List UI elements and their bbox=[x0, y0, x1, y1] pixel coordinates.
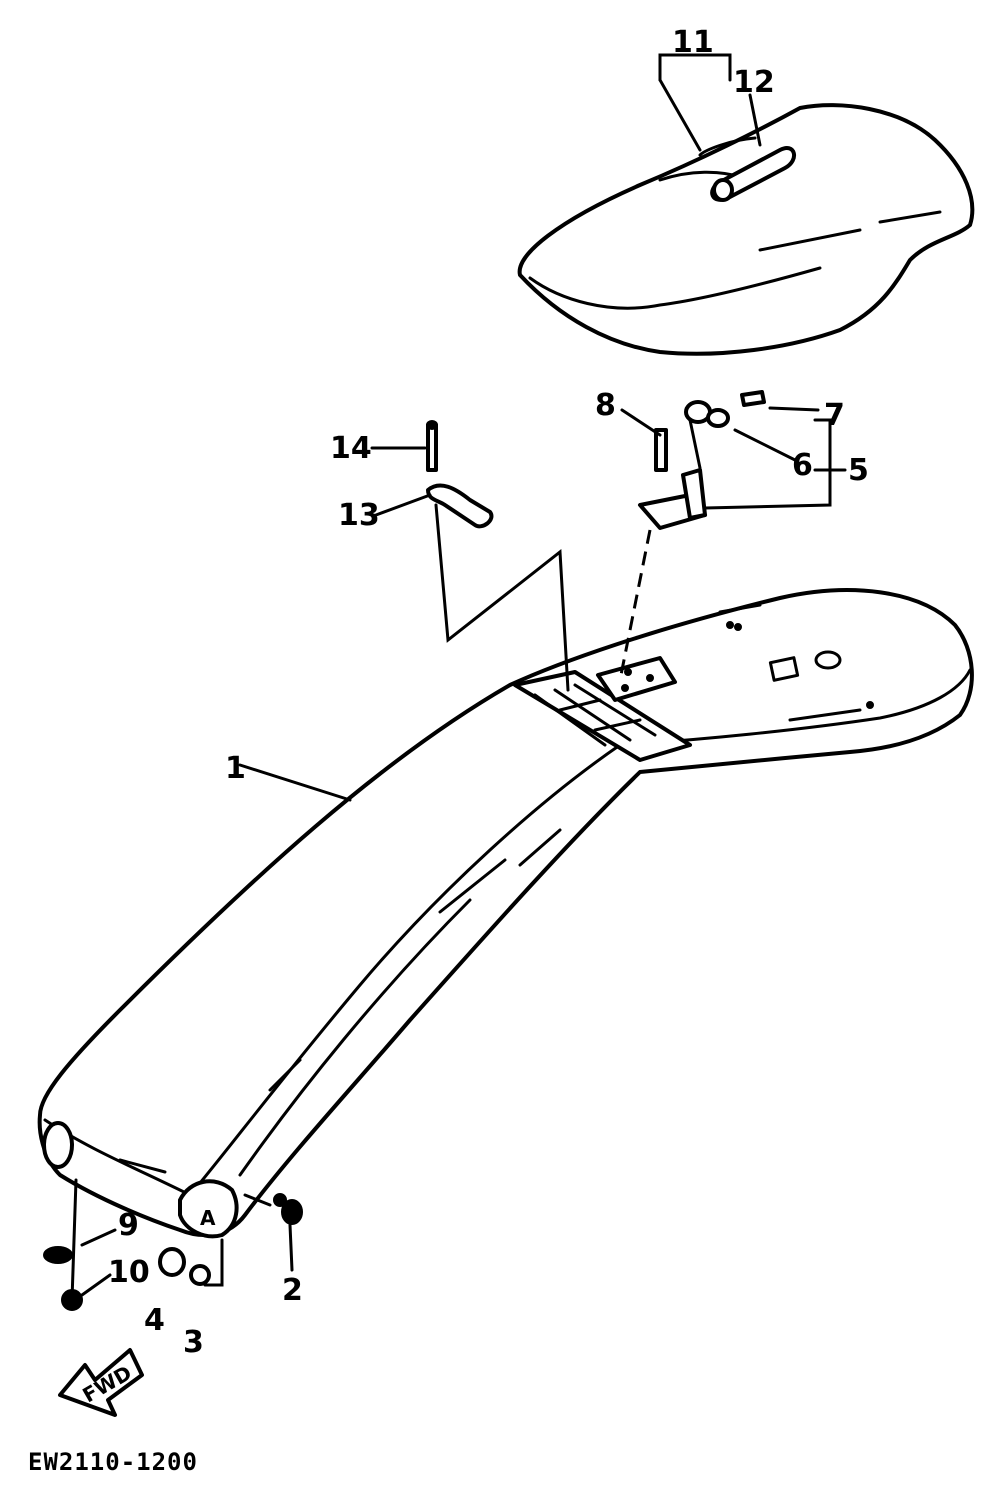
callout-12: 12 bbox=[733, 65, 775, 100]
callout-8: 8 bbox=[595, 388, 616, 423]
seat-cushion bbox=[517, 103, 975, 356]
callout-6: 6 bbox=[792, 448, 813, 483]
seat-base-frame: A bbox=[37, 588, 974, 1239]
hardware bbox=[43, 390, 766, 1311]
callout-9: 9 bbox=[118, 1208, 139, 1243]
callout-5: 5 bbox=[848, 453, 869, 488]
leader-lines bbox=[70, 53, 847, 1302]
seat-lock-bar bbox=[698, 136, 796, 202]
callout-13: 13 bbox=[338, 498, 380, 533]
callout-7: 7 bbox=[824, 398, 845, 433]
callout-14: 14 bbox=[330, 431, 372, 466]
callout-10: 10 bbox=[108, 1255, 150, 1290]
callout-1: 1 bbox=[225, 751, 246, 786]
svg-text:A: A bbox=[200, 1206, 216, 1230]
drawing-code: EW2110-1200 bbox=[28, 1448, 198, 1476]
callout-11: 11 bbox=[672, 25, 714, 60]
callout-3: 3 bbox=[183, 1325, 204, 1360]
callout-4: 4 bbox=[144, 1303, 165, 1338]
callout-labels: 11 12 14 13 8 7 6 5 1 9 10 4 3 2 bbox=[108, 25, 869, 1360]
forward-arrow-icon: FWD bbox=[58, 1348, 144, 1417]
callout-2: 2 bbox=[282, 1273, 303, 1308]
